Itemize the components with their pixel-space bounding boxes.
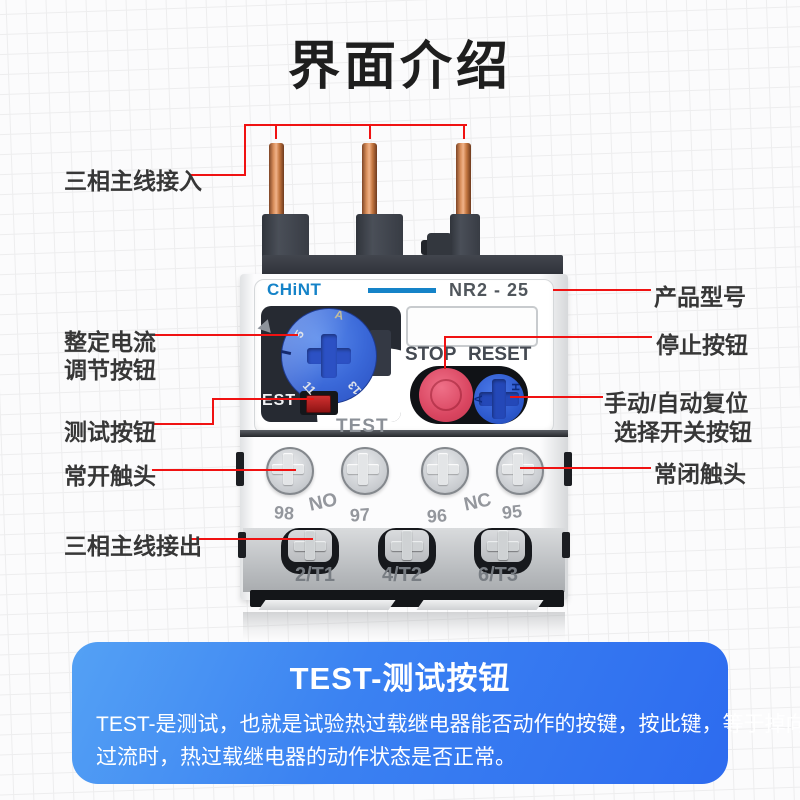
- foot-highlight-2: [416, 600, 544, 610]
- aux-screw-95: [496, 447, 544, 495]
- callout-wire-in: 三相主线接入: [64, 168, 202, 194]
- aux-label-98: 98: [273, 502, 295, 524]
- body-groove: [240, 430, 568, 437]
- stop-button-ring: [430, 379, 462, 411]
- rating-window: [406, 306, 538, 347]
- callout-reset-line2: 选择开关按钮: [614, 419, 752, 445]
- callout-set-current-line1: 整定电流: [64, 329, 156, 355]
- brand-logo-bar: [368, 288, 436, 293]
- callout-line-wirein-c: [244, 124, 467, 126]
- reset-button: A H: [472, 374, 524, 424]
- side-tab-right-upper: [564, 452, 572, 486]
- callout-set-current-line2: 调节按钮: [64, 357, 156, 383]
- callout-reset-line1: 手动/自动复位: [604, 390, 749, 416]
- callout-line-setcurrent: [152, 334, 298, 336]
- main-screw-t1: [281, 528, 339, 574]
- copper-pin-1: [269, 143, 284, 219]
- info-panel-line1: TEST-是测试，也就是试验热过载继电器能否动作的按键，按此键，等于掉向或者: [96, 713, 800, 736]
- reset-print-label: RESET: [468, 344, 532, 365]
- test-print-label: TEST: [336, 416, 389, 437]
- callout-line-wirein-drop3: [463, 124, 465, 139]
- reset-mark-h: H: [508, 383, 521, 391]
- main-label-t2: 4/T2: [382, 564, 423, 586]
- aux-screw-96: [421, 447, 469, 495]
- stop-button: [419, 368, 473, 422]
- pin-base-bar: [262, 255, 563, 276]
- main-screw-t2: [378, 528, 436, 574]
- foot-highlight-1: [258, 600, 396, 610]
- callout-line-wirein-drop2: [369, 124, 371, 139]
- callout-nc-contact: 常闭触头: [654, 461, 746, 487]
- callout-line-nc: [520, 467, 651, 469]
- test-button-label: EST: [262, 392, 297, 409]
- aux-label-97: 97: [349, 504, 371, 526]
- copper-pin-2: [362, 143, 377, 219]
- callout-model: 产品型号: [654, 284, 746, 310]
- callout-line-reset: [510, 396, 603, 398]
- knob-cross-v: [321, 334, 337, 378]
- side-tab-right-lower: [562, 532, 570, 558]
- aux-label-95: 95: [500, 501, 523, 523]
- brand-logo: CHiNT: [267, 280, 322, 299]
- callout-line-model: [553, 289, 651, 291]
- callout-line-wireout: [191, 538, 313, 540]
- callout-stop-button: 停止按钮: [656, 332, 748, 358]
- aux-label-96: 96: [426, 505, 448, 527]
- callout-line-wirein-drop1: [275, 124, 277, 139]
- info-panel-title: TEST-测试按钮: [289, 661, 511, 696]
- info-panel-line2: 过流时，热过载继电器的动作状态是否正常。: [96, 746, 516, 769]
- callout-no-contact: 常开触头: [64, 463, 156, 489]
- reset-cross-v: [492, 379, 506, 419]
- aux-screw-98: [266, 447, 314, 495]
- aux-screw-97: [341, 447, 389, 495]
- pin-block-cylinder: [427, 233, 452, 259]
- callout-test-button: 测试按钮: [64, 419, 156, 445]
- callout-line-test-c: [212, 398, 314, 400]
- callout-line-wirein-b: [244, 124, 246, 176]
- stop-print-label: STOP: [405, 344, 457, 365]
- callout-line-wirein-a: [190, 174, 246, 176]
- copper-pin-3: [456, 143, 471, 219]
- main-label-t1: 2/T1: [295, 564, 336, 586]
- callout-line-no: [152, 469, 296, 471]
- current-dial-knob: [280, 308, 377, 404]
- callout-line-test-b: [212, 398, 214, 425]
- page-title: 界面介绍: [287, 38, 512, 96]
- callout-line-test-a: [152, 423, 214, 425]
- relay-reflection: [243, 612, 565, 640]
- reset-mark-a: A: [472, 395, 485, 403]
- side-tab-left-lower: [238, 532, 246, 558]
- main-screw-t3: [474, 528, 532, 574]
- callout-line-stop-b: [444, 336, 652, 338]
- main-label-t3: 6/T3: [478, 564, 519, 586]
- callout-line-stop-a: [444, 336, 446, 369]
- callout-wire-out: 三相主线接出: [64, 533, 202, 559]
- model-number: NR2 - 25: [449, 280, 530, 300]
- info-panel: TEST-测试按钮 TEST-是测试，也就是试验热过载继电器能否动作的按键，按此…: [72, 642, 800, 784]
